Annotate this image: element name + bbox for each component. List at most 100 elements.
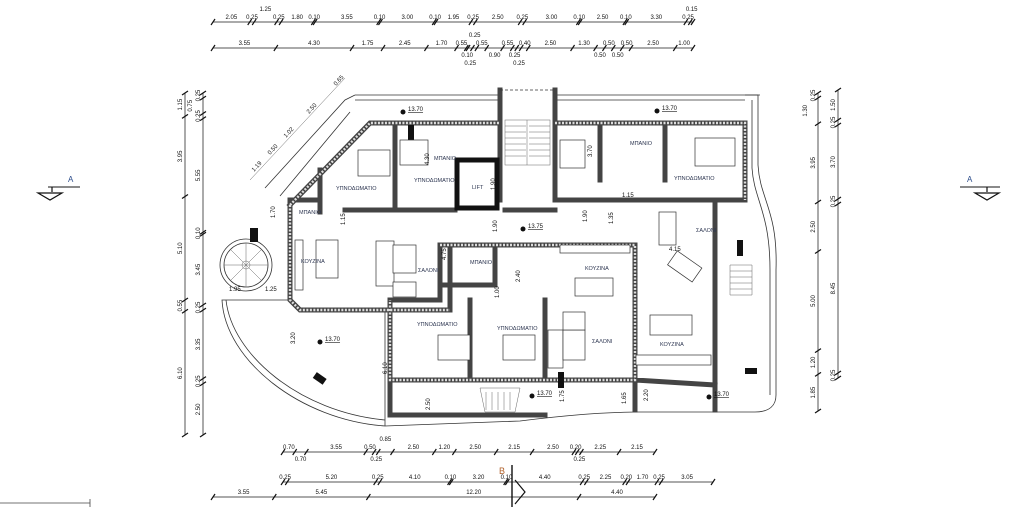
dim-label: 6.10 xyxy=(383,362,389,374)
dimension-tick xyxy=(251,18,257,26)
dim-label: 4.30 xyxy=(425,153,431,165)
dimension-tick xyxy=(571,448,577,456)
room-label: ΣΑΛΟΝΙ xyxy=(418,268,439,274)
dimension-label: 3.20 xyxy=(473,475,485,481)
dimension-label: 0.25 xyxy=(196,301,202,313)
dimension-tick xyxy=(377,18,383,26)
dimension-tick xyxy=(271,493,277,501)
dimension-label: 0.25 xyxy=(464,61,476,67)
dimension-tick xyxy=(199,307,207,313)
section-marker-a-left: A xyxy=(35,175,80,201)
dimension-tick xyxy=(373,478,379,486)
dimension-tick xyxy=(465,44,471,52)
dimension-tick xyxy=(578,448,584,456)
dimension-tick xyxy=(375,448,381,456)
room-label: ΣΑΛΟΝΙ xyxy=(696,228,717,234)
dimension-label: 0.75 xyxy=(188,99,194,111)
dimension-label: 0.25 xyxy=(370,457,382,463)
elevation-marker-icon xyxy=(706,394,712,400)
bed xyxy=(694,137,736,167)
dimension-label: 0.25 xyxy=(682,15,694,21)
dimension-label: 0.25 xyxy=(831,116,837,128)
bed xyxy=(437,334,471,361)
dimension-tick xyxy=(448,478,454,486)
room-label: LIFT xyxy=(472,185,484,191)
section-label: A xyxy=(967,175,973,184)
dimension-label: 0.50 xyxy=(612,53,624,59)
dimension-tick xyxy=(181,90,189,96)
dimension-label: 0.70 xyxy=(283,445,295,451)
dimension-label: 3.95 xyxy=(178,150,184,162)
dimension-tick xyxy=(377,478,383,486)
dimension-tick xyxy=(814,371,822,377)
dim-label: 1.75 xyxy=(560,390,566,402)
dimension-label: 4.30 xyxy=(308,41,320,47)
dim-label: 1.25 xyxy=(265,287,277,293)
dimension-tick xyxy=(576,493,582,501)
dimension-tick xyxy=(181,308,189,314)
dimension-label: 0.25 xyxy=(467,15,479,21)
dimension-label: 3.55 xyxy=(238,490,250,496)
dimension-tick xyxy=(690,18,696,26)
dimension-tick xyxy=(278,18,284,26)
elevation-label: 13.70 xyxy=(537,391,553,397)
dimension-chain-left-col-2: 0.250.750.255.550.103.450.253.350.252.50 xyxy=(188,89,207,438)
dimension-tick xyxy=(622,478,628,486)
dimension-label: 5.20 xyxy=(326,475,338,481)
dimension-tick xyxy=(683,18,689,26)
dimension-label: 0.50 xyxy=(603,41,615,47)
dimension-label: 3.30 xyxy=(650,15,662,21)
dimension-tick xyxy=(616,448,622,456)
dimension-tick xyxy=(814,121,822,127)
dimension-label: 4.40 xyxy=(611,490,623,496)
dimension-tick xyxy=(468,18,474,26)
dimension-label: 2.45 xyxy=(399,41,411,47)
sofa xyxy=(375,240,395,287)
dimension-label: 2.15 xyxy=(508,445,520,451)
dim-label: 2.40 xyxy=(516,270,522,282)
dimension-tick xyxy=(451,448,457,456)
room-label: ΜΠΑΝΙΟ xyxy=(470,260,493,266)
dimension-label: 0.10 xyxy=(374,15,386,21)
dimension-label: 0.70 xyxy=(295,457,307,463)
dimension-label: 2.25 xyxy=(594,445,606,451)
dimension-tick xyxy=(181,432,189,438)
dimension-chain-right-col-1: 0.251.303.952.505.001.201.85 xyxy=(803,89,822,414)
dimension-label: 2.50 xyxy=(492,15,504,21)
dimension-label: 0.25 xyxy=(517,15,529,21)
dimension-label: 0.50 xyxy=(594,53,606,59)
dim-label: 1.90 xyxy=(583,210,589,222)
dimension-label: 0.25 xyxy=(831,195,837,207)
elevation-label: 13.70 xyxy=(714,392,730,398)
dimension-label: 1.30 xyxy=(578,41,590,47)
dimension-tick xyxy=(181,113,189,119)
bed xyxy=(502,334,536,361)
coffee-table xyxy=(562,329,586,361)
dim-label: 1.95 xyxy=(229,287,241,293)
dimension-label: 1.70 xyxy=(436,41,448,47)
dimension-tick xyxy=(433,18,439,26)
kitchen-counter xyxy=(559,244,631,254)
dimension-tick xyxy=(672,44,678,52)
dimension-label: 0.25 xyxy=(831,369,837,381)
dimension-label: 8.45 xyxy=(831,282,837,294)
coffee-table xyxy=(392,244,417,274)
dimension-tick xyxy=(292,448,298,456)
kitchen-counter xyxy=(635,354,712,366)
dim-label: 0.65 xyxy=(333,74,346,87)
dimension-label: 3.70 xyxy=(831,156,837,168)
dimension-tick xyxy=(658,478,664,486)
dimension-tick xyxy=(199,376,207,382)
dimension-label: 0.25 xyxy=(196,375,202,387)
dimension-tick xyxy=(814,199,822,205)
dimension-label: 1.50 xyxy=(831,99,837,111)
dimension-label: 3.35 xyxy=(196,338,202,350)
dimension-label: 1.00 xyxy=(678,41,690,47)
dimension-tick xyxy=(601,44,607,52)
interior-dimensions: 4.30 1.15 1.70 1.95 1.25 1.90 1.90 3.70 … xyxy=(229,145,681,410)
armchair xyxy=(562,311,586,331)
dimension-tick xyxy=(518,44,524,52)
furniture xyxy=(294,137,736,369)
